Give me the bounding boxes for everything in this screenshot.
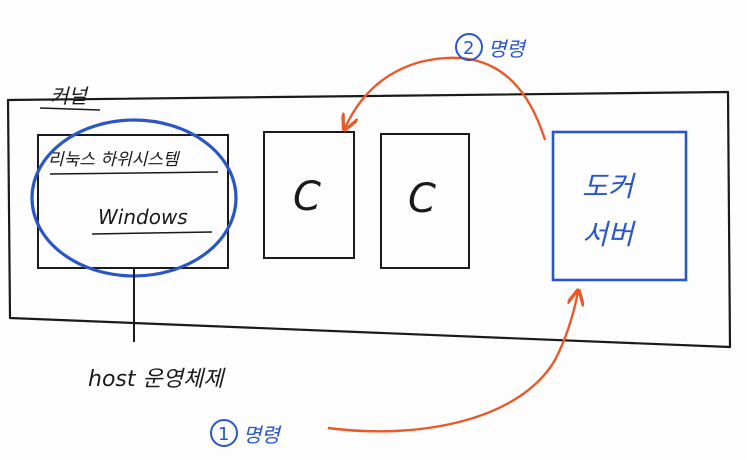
linux-subsystem-underline — [49, 171, 219, 175]
command-arrow-2 — [345, 56, 547, 141]
docker-server-label-line2: 서버 — [582, 218, 637, 251]
host-os-label: host 운영체제 — [88, 367, 226, 392]
kernel-box — [6, 90, 732, 349]
step-1-label: 명령 — [243, 423, 282, 447]
step-2-circle — [455, 33, 483, 61]
container-1-label: C — [293, 174, 321, 220]
command-arrow-1 — [327, 292, 578, 433]
step-2-number: 2 — [463, 38, 474, 59]
step-1-circle — [210, 419, 238, 447]
linux-subsystem-label: 리눅스 하위시스템 — [48, 150, 181, 170]
container-box-2 — [380, 133, 470, 269]
kernel-label-underline — [39, 107, 101, 111]
host-os-highlight-circle — [30, 118, 238, 278]
kernel-label: 커널 — [50, 84, 89, 108]
docker-server-label-line1: 도커 — [582, 170, 636, 203]
windows-underline — [91, 231, 213, 235]
step-1-number: 1 — [218, 424, 229, 445]
docker-server-box — [551, 130, 688, 282]
windows-label: Windows — [98, 205, 188, 229]
container-2-label: C — [408, 176, 436, 222]
step-2-label: 명령 — [488, 37, 527, 61]
container-box-1 — [263, 131, 355, 259]
